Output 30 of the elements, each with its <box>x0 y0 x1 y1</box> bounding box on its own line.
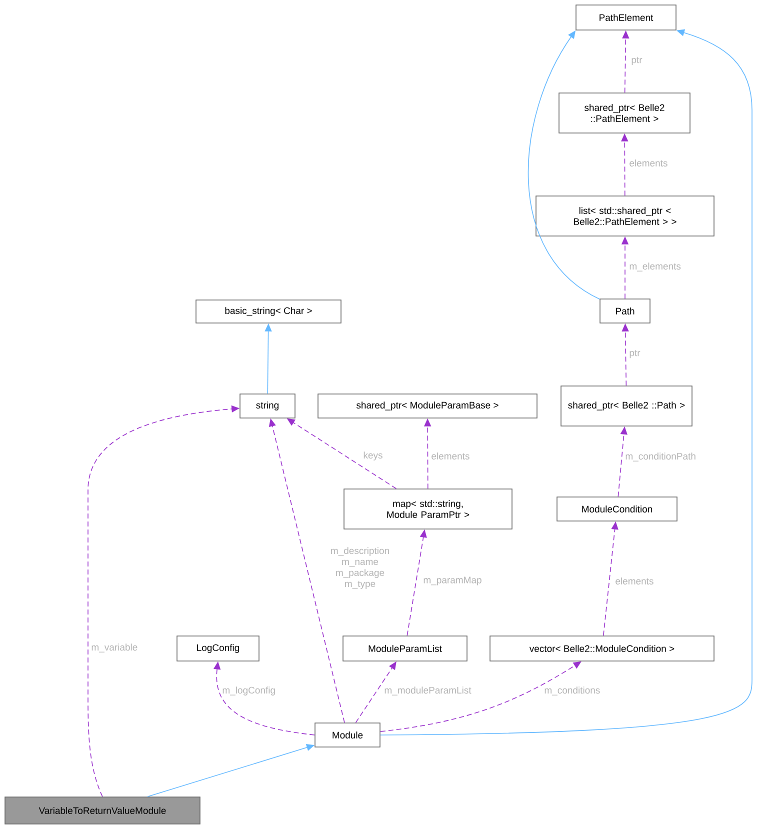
edge-label: m_elements <box>628 262 682 272</box>
class-box: PathElement <box>576 4 676 30</box>
class-box: LogConfig <box>176 636 260 662</box>
class-box: shared_ptr< Belle2 ::Path > <box>560 386 692 426</box>
class-box: Path <box>600 298 650 324</box>
class-box: ModuleParamList <box>342 636 468 662</box>
edge-label: m_moduleParamList <box>383 686 472 696</box>
class-box: map< std::string, Module ParamPtr > <box>344 488 512 530</box>
edge-label: m_paramMap <box>422 576 483 586</box>
edge-label: m_conditions <box>543 686 602 696</box>
class-box: shared_ptr< Belle2 ::PathElement > <box>558 92 690 134</box>
class-box: ModuleCondition <box>556 496 678 522</box>
edge-label: m_conditionPath <box>624 452 697 462</box>
class-box: Module <box>314 722 380 748</box>
class-box: list< std::shared_ptr < Belle2::PathElement > > <box>536 196 714 236</box>
class-box: vector< Belle2::ModuleCondition > <box>490 636 714 662</box>
arrow <box>380 29 752 736</box>
edge-label: m_variable <box>90 642 139 654</box>
edge-label: keys <box>362 450 384 462</box>
edge-label: ptr <box>628 348 642 360</box>
edge-label: ptr <box>630 56 644 66</box>
class-box: shared_ptr< ModuleParamBase > <box>318 394 538 418</box>
edge-label: elements <box>614 576 655 586</box>
edge-label: elements <box>628 158 669 168</box>
edge-label: m_description m_name m_package m_type <box>319 546 401 590</box>
edge-label: elements <box>430 452 471 460</box>
edge-label: m_logConfig <box>221 686 277 696</box>
class-box: VariableToReturnValueModule <box>4 796 200 824</box>
class-box: basic_string< Char > <box>196 300 342 324</box>
class-box: string <box>240 394 296 418</box>
